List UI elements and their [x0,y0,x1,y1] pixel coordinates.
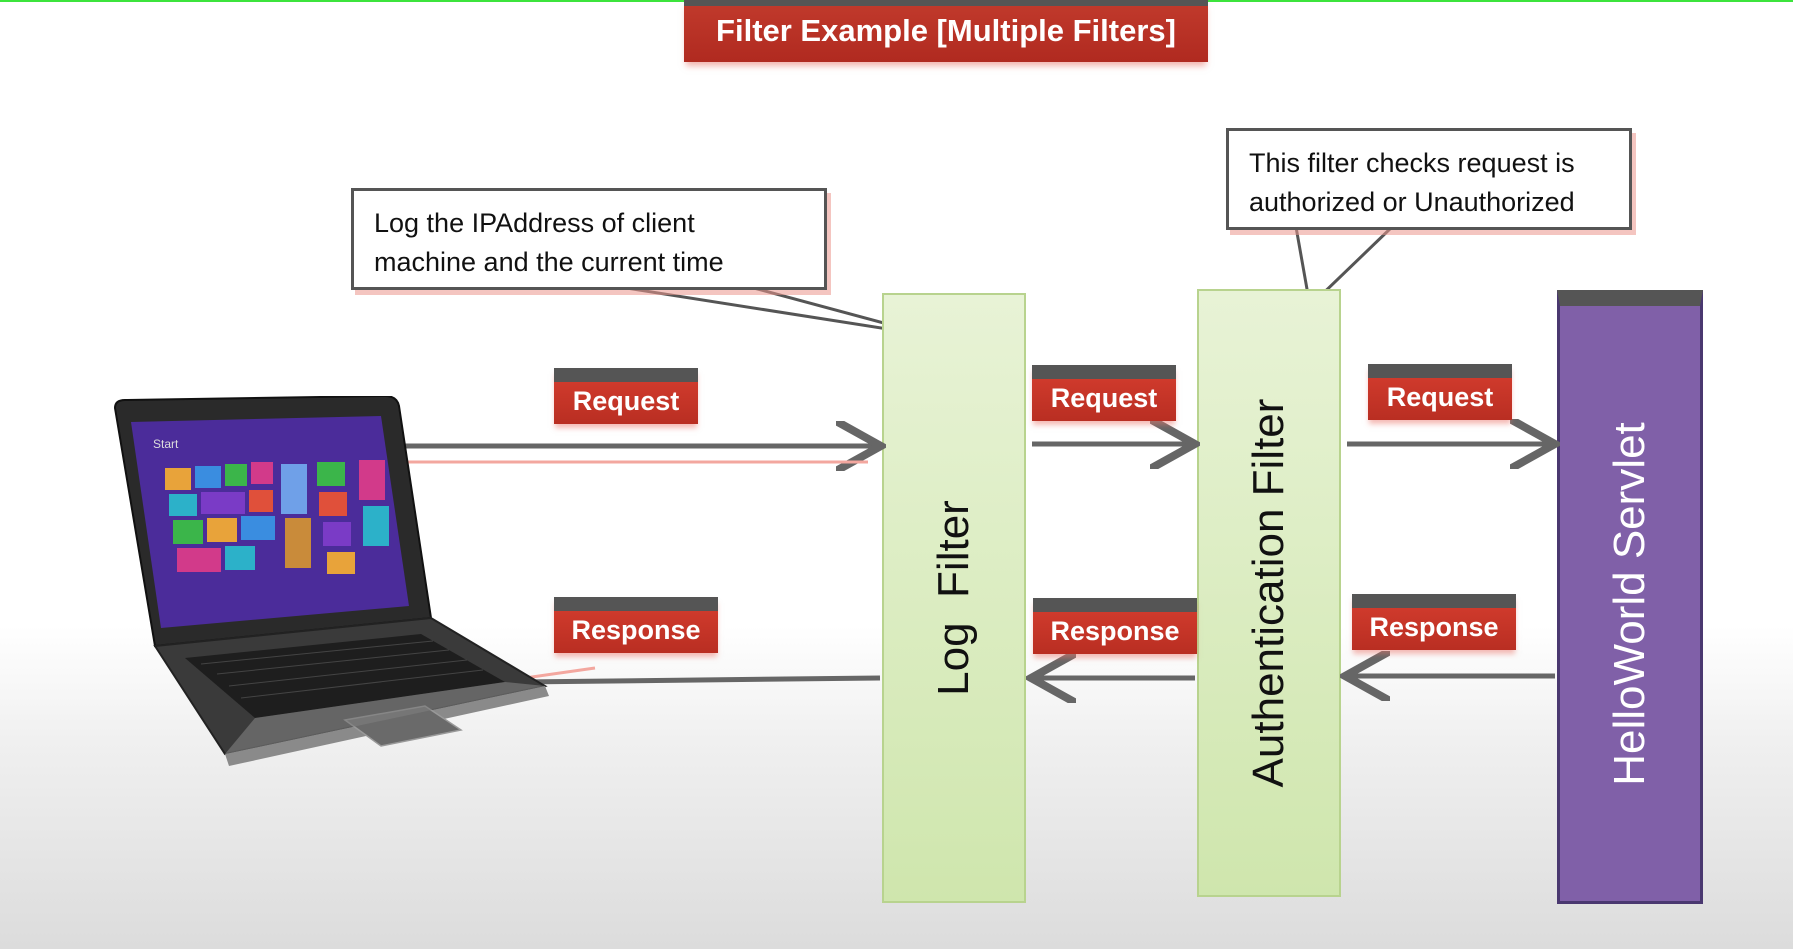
request-label-3: Request [1368,364,1512,420]
authentication-filter-box: Authentication Filter [1197,289,1341,897]
response-label-2: Response [1033,598,1197,654]
auth-filter-callout: This filter checks request is authorized… [1226,128,1632,230]
log-filter-callout: Log the IPAddress of client machine and … [351,188,827,290]
log-callout-line-1: Log the IPAddress of client [374,208,695,238]
response-label-1: Response [554,597,718,653]
request-label-2: Request [1032,365,1176,421]
laptop-client-icon: Start [113,396,549,766]
request-label-1: Request [554,368,698,424]
log-callout-line-2: machine and the current time [374,247,724,277]
laptop-screen-start: Start [153,437,179,451]
log-filter-box: Log Filter [882,293,1026,903]
laptop-keyboard [185,634,505,718]
auth-callout-line-1: This filter checks request is [1249,148,1575,178]
diagram-title: Filter Example [Multiple Filters] [684,0,1208,62]
screen-tiles [165,460,389,574]
response-label-3: Response [1352,594,1516,650]
helloworld-servlet-box: HelloWorld Servlet [1557,290,1703,904]
auth-callout-line-2: authorized or Unauthorized [1249,187,1575,217]
